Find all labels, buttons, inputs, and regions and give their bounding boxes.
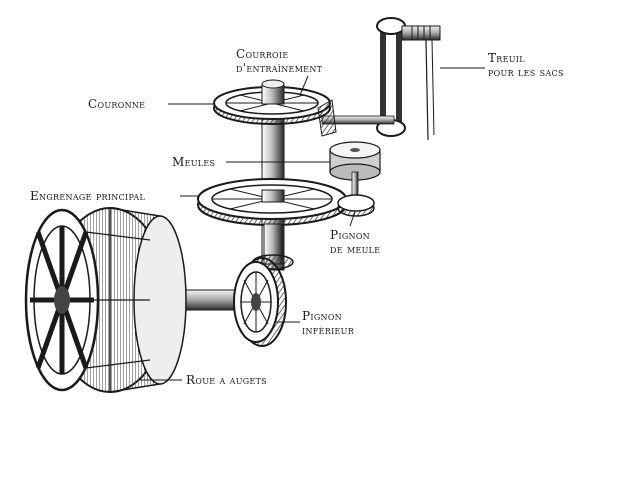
main-gear bbox=[197, 178, 347, 226]
label-pignon-meule-line1: Pignon bbox=[330, 228, 370, 242]
label-meules: Meules bbox=[172, 155, 216, 169]
label-roue: Roue a augets bbox=[186, 373, 268, 387]
label-pignon-inferieur: Pignon inférieur bbox=[302, 309, 354, 337]
label-treuil-line2: pour les sacs bbox=[488, 65, 564, 79]
label-pignon-meule-line2: de meule bbox=[330, 242, 381, 256]
label-pignon-meule: Pignon de meule bbox=[330, 228, 380, 256]
millstones bbox=[329, 141, 381, 201]
leader-lines bbox=[140, 67, 485, 381]
water-wheel bbox=[24, 207, 187, 393]
label-treuil: Treuil pour les sacs bbox=[488, 51, 564, 79]
label-courroie-line1: Courroie bbox=[236, 47, 289, 61]
label-pignon-inferieur-line1: Pignon bbox=[302, 309, 342, 323]
label-courroie-line2: d'entraînement bbox=[236, 61, 323, 75]
lower-pinion bbox=[233, 257, 287, 347]
label-treuil-line1: Treuil bbox=[488, 51, 525, 65]
crown-wheel bbox=[213, 79, 337, 137]
label-couronne: Couronne bbox=[88, 97, 146, 111]
label-engrenage: Engrenage principal bbox=[30, 189, 146, 203]
label-courroie: Courroie d'entraînement bbox=[236, 47, 322, 75]
stone-pinion bbox=[337, 194, 375, 217]
sack-hoist bbox=[321, 17, 441, 141]
label-pignon-inferieur-line2: inférieur bbox=[302, 323, 355, 337]
